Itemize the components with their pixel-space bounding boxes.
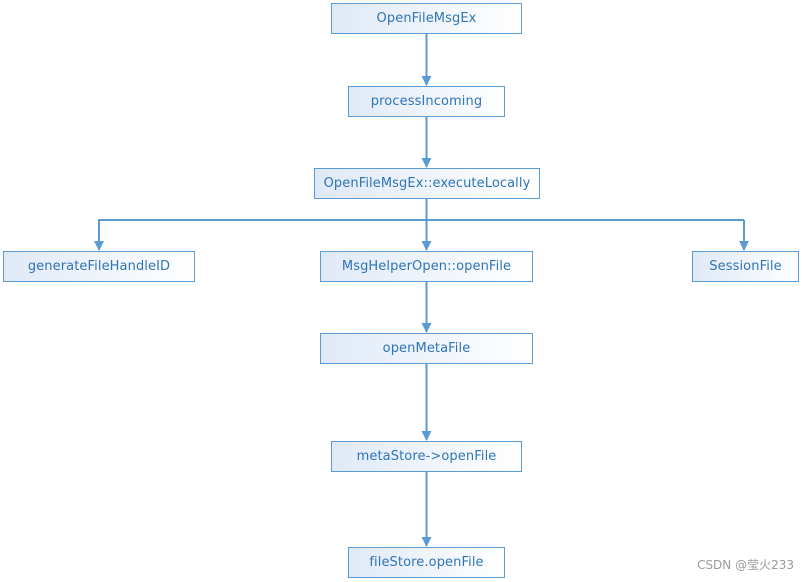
node-filestore-openfile: fileStore.openFile (348, 547, 505, 578)
node-openfilemsgex-label: OpenFileMsgEx (376, 11, 477, 26)
node-executelocally-label: OpenFileMsgEx::executeLocally (323, 176, 531, 191)
node-generatefilehandleid: generateFileHandleID (3, 251, 195, 282)
node-openfilemsgex: OpenFileMsgEx (331, 3, 522, 34)
node-sessionfile: SessionFile (692, 251, 799, 282)
csdn-watermark: CSDN @莹火233 (697, 558, 794, 572)
node-processincoming: processIncoming (348, 86, 505, 117)
node-openmetafile: openMetaFile (320, 333, 533, 364)
node-metastore-openfile-label: metaStore->openFile (356, 449, 497, 464)
node-filestore-openfile-label: fileStore.openFile (369, 555, 484, 570)
node-openmetafile-label: openMetaFile (382, 341, 471, 356)
node-sessionfile-label: SessionFile (709, 259, 782, 274)
node-metastore-openfile: metaStore->openFile (331, 441, 522, 472)
node-msghelperopen-openfile: MsgHelperOpen::openFile (320, 251, 533, 282)
node-generatefilehandleid-label: generateFileHandleID (27, 259, 171, 274)
node-msghelperopen-openfile-label: MsgHelperOpen::openFile (341, 259, 512, 274)
node-processincoming-label: processIncoming (370, 94, 483, 109)
node-executelocally: OpenFileMsgEx::executeLocally (314, 168, 540, 199)
